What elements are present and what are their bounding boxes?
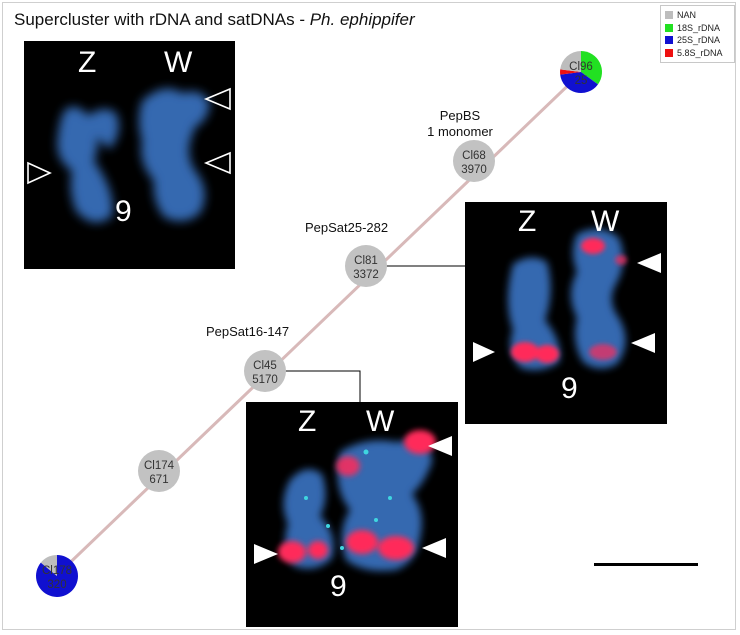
connector-line-cl45 xyxy=(265,370,361,402)
pie-slice xyxy=(35,555,78,598)
node-circle xyxy=(453,140,495,182)
chromosome-label-z: Z xyxy=(518,205,537,238)
cluster-node-cl96: Cl96 25 xyxy=(560,51,602,94)
graph-edge xyxy=(53,71,583,579)
cluster-node-cl174: Cl174 671 xyxy=(138,450,180,492)
pair-number-label: 9 xyxy=(330,570,347,603)
node-count-label: 5170 xyxy=(252,374,278,386)
chromosome-image-top-left xyxy=(57,88,210,223)
pie-slice xyxy=(560,51,581,72)
annotation-pepbs: PepBS xyxy=(439,108,481,123)
node-id-label: Cl178 xyxy=(42,565,72,577)
chromosome-label-z: Z xyxy=(298,405,317,438)
node-count-label: 3372 xyxy=(353,269,379,281)
legend-swatch-25s xyxy=(665,36,673,45)
arrow-icon xyxy=(631,333,655,353)
micrograph-panel-top-left: Z W 9 xyxy=(24,41,235,269)
node-id-label: Cl81 xyxy=(354,255,378,267)
scale-bar xyxy=(594,563,698,566)
node-circle xyxy=(138,450,180,492)
node-count-label: 320 xyxy=(47,579,66,591)
pie-slice xyxy=(581,51,602,85)
node-id-label: Cl45 xyxy=(253,360,277,372)
chromosome-label-w: W xyxy=(164,46,193,79)
chromosome-image-bottom xyxy=(278,430,436,571)
arrow-icon xyxy=(428,436,452,456)
arrow-markers-right xyxy=(473,253,661,362)
legend-item-nan: NAN xyxy=(665,9,730,22)
node-id-label: Cl174 xyxy=(144,460,175,472)
node-count-label: 671 xyxy=(149,474,168,486)
node-id-label: Cl68 xyxy=(462,150,486,162)
arrow-icon xyxy=(473,342,495,362)
legend-item-58s: 5.8S_rDNA xyxy=(665,47,730,60)
pair-number-label: 9 xyxy=(115,195,132,228)
legend-item-18s: 18S_rDNA xyxy=(665,22,730,35)
legend-swatch-nan xyxy=(665,11,673,20)
micrograph-panel-right: Z W 9 xyxy=(465,202,667,424)
arrow-markers-top-left xyxy=(27,87,231,185)
hollow-arrow-icon xyxy=(27,161,52,185)
legend-item-25s: 25S_rDNA xyxy=(665,34,730,47)
arrow-icon xyxy=(637,253,661,273)
node-count-label: 25 xyxy=(575,75,588,87)
pair-number-label: 9 xyxy=(561,372,578,405)
cluster-node-cl178: Cl178 320 xyxy=(35,555,78,598)
cluster-node-cl68: Cl68 3970 xyxy=(453,140,495,182)
figure-title: Supercluster with rDNA and satDNAs - Ph.… xyxy=(14,10,415,29)
annotation-pepsat25: PepSat25-282 xyxy=(305,220,389,235)
node-circle xyxy=(244,350,286,392)
arrow-markers-bottom xyxy=(254,436,452,564)
nodes-layer: Cl9625Cl683970Cl813372Cl455170Cl174671Cl… xyxy=(35,51,602,598)
legend-swatch-58s xyxy=(665,48,673,57)
legend-swatch-18s xyxy=(665,23,673,32)
cluster-node-cl45: Cl45 5170 xyxy=(244,350,286,392)
micrograph-panel-bottom: Z W 9 xyxy=(246,402,458,627)
node-count-label: 3970 xyxy=(461,164,487,176)
annotation-pepbs-monomer: 1 monomer xyxy=(427,124,493,139)
chromosome-image-right xyxy=(508,228,627,370)
pie-slice xyxy=(560,72,598,94)
chromosome-label-w: W xyxy=(591,205,620,238)
chromosome-label-w: W xyxy=(366,405,395,438)
hollow-arrow-icon xyxy=(203,151,231,175)
chromosome-label-z: Z xyxy=(78,46,97,79)
cluster-node-cl81: Cl81 3372 xyxy=(345,245,387,287)
arrow-icon xyxy=(254,544,278,564)
node-id-label: Cl96 xyxy=(569,61,593,73)
annotation-pepsat16: PepSat16-147 xyxy=(206,324,290,339)
pie-slice xyxy=(560,69,581,75)
hollow-arrow-icon xyxy=(203,87,231,111)
pie-slice xyxy=(40,555,57,576)
legend: NAN 18S_rDNA 25S_rDNA 5.8S_rDNA xyxy=(660,5,735,63)
arrow-icon xyxy=(422,538,446,558)
node-circle xyxy=(345,245,387,287)
